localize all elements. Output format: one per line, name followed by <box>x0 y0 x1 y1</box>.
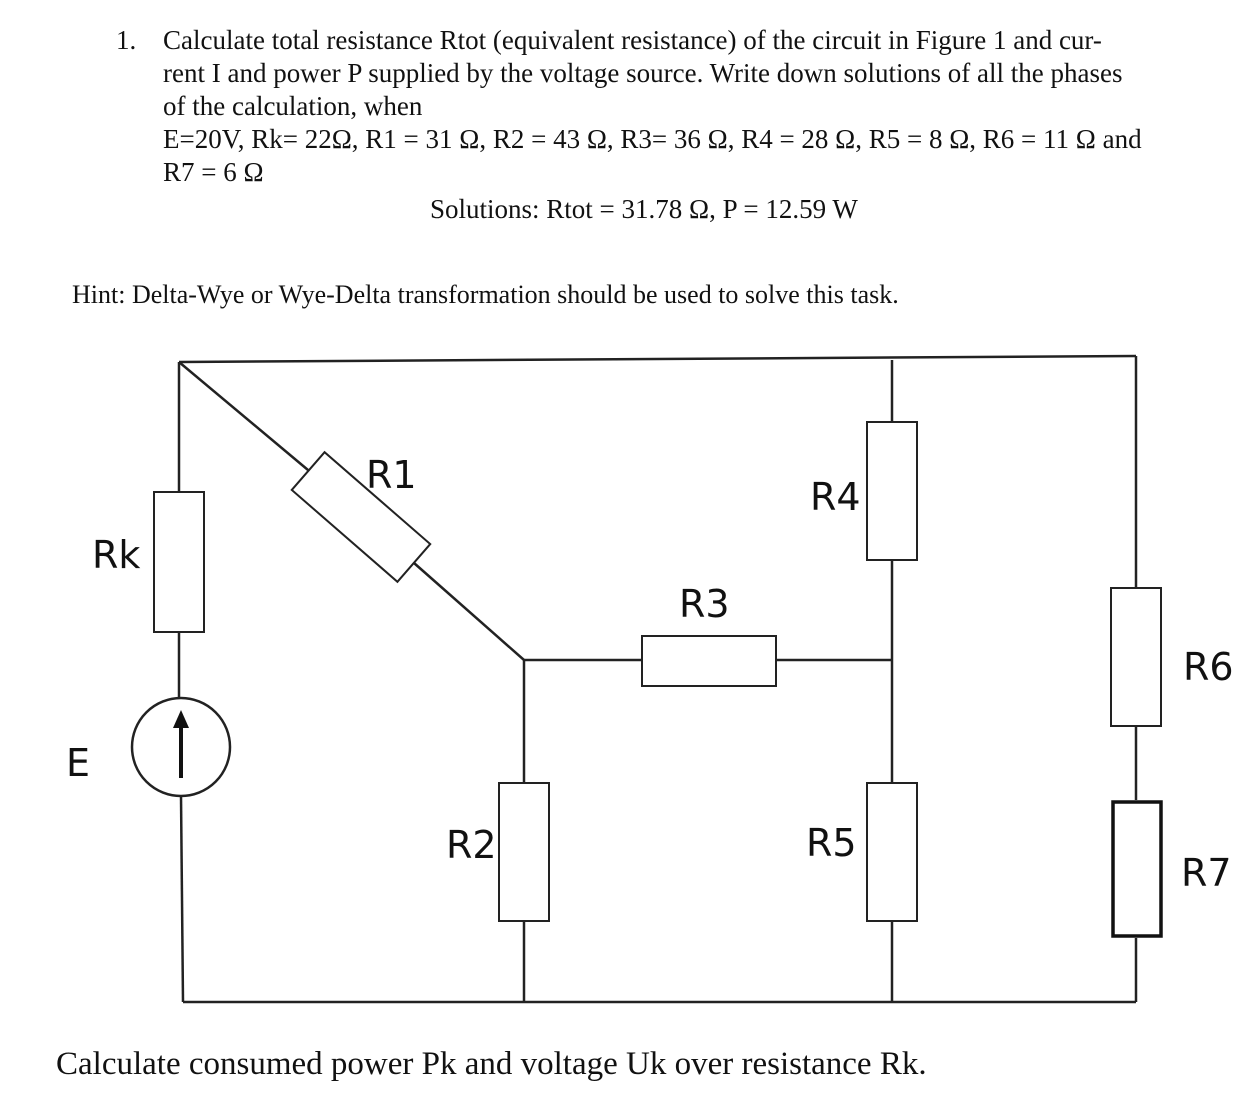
label-r3: R3 <box>679 582 730 626</box>
circuit-wires <box>177 354 1138 1004</box>
label-r5: R5 <box>806 821 857 865</box>
problem-line-3: of the calculation, when <box>163 91 423 121</box>
problem-number: 1. <box>116 25 137 55</box>
resistor-r2 <box>498 782 550 922</box>
label-rk: Rk <box>92 533 140 577</box>
solution-label: Solutions: <box>430 194 540 224</box>
label-r4: R4 <box>810 475 861 519</box>
label-r7: R7 <box>1181 851 1232 895</box>
problem-line-1: Calculate total resistance Rtot (equival… <box>163 25 1102 55</box>
resistor-rk <box>153 491 205 633</box>
solution-line: Solutions: Rtot = 31.78 Ω, P = 12.59 W <box>430 194 858 225</box>
bottom-question: Calculate consumed power Pk and voltage … <box>56 1046 927 1082</box>
label-r1: R1 <box>366 453 417 497</box>
label-r6: R6 <box>1183 645 1234 689</box>
solution-power: P = 12.59 W <box>722 194 858 224</box>
problem-body: Calculate total resistance Rtot (equival… <box>163 24 1203 189</box>
resistor-r4 <box>866 421 918 561</box>
resistor-r3 <box>641 635 777 687</box>
problem-line-2: rent I and power P supplied by the volta… <box>163 58 1123 88</box>
resistor-r5 <box>866 782 918 922</box>
problem-values-line: E=20V, Rk= 22Ω, R1 = 31 Ω, R2 = 43 Ω, R3… <box>163 124 1142 154</box>
voltage-source <box>130 696 232 798</box>
problem-values-line-2: R7 = 6 Ω <box>163 157 264 187</box>
resistor-r1 <box>290 450 432 584</box>
label-r2: R2 <box>446 823 497 867</box>
resistor-r7 <box>1111 800 1163 938</box>
label-e: E <box>66 741 90 785</box>
hint-text: Hint: Delta-Wye or Wye-Delta transformat… <box>72 280 899 309</box>
resistor-r6 <box>1110 587 1162 727</box>
solution-rtot: Rtot = 31.78 Ω, <box>546 194 716 224</box>
